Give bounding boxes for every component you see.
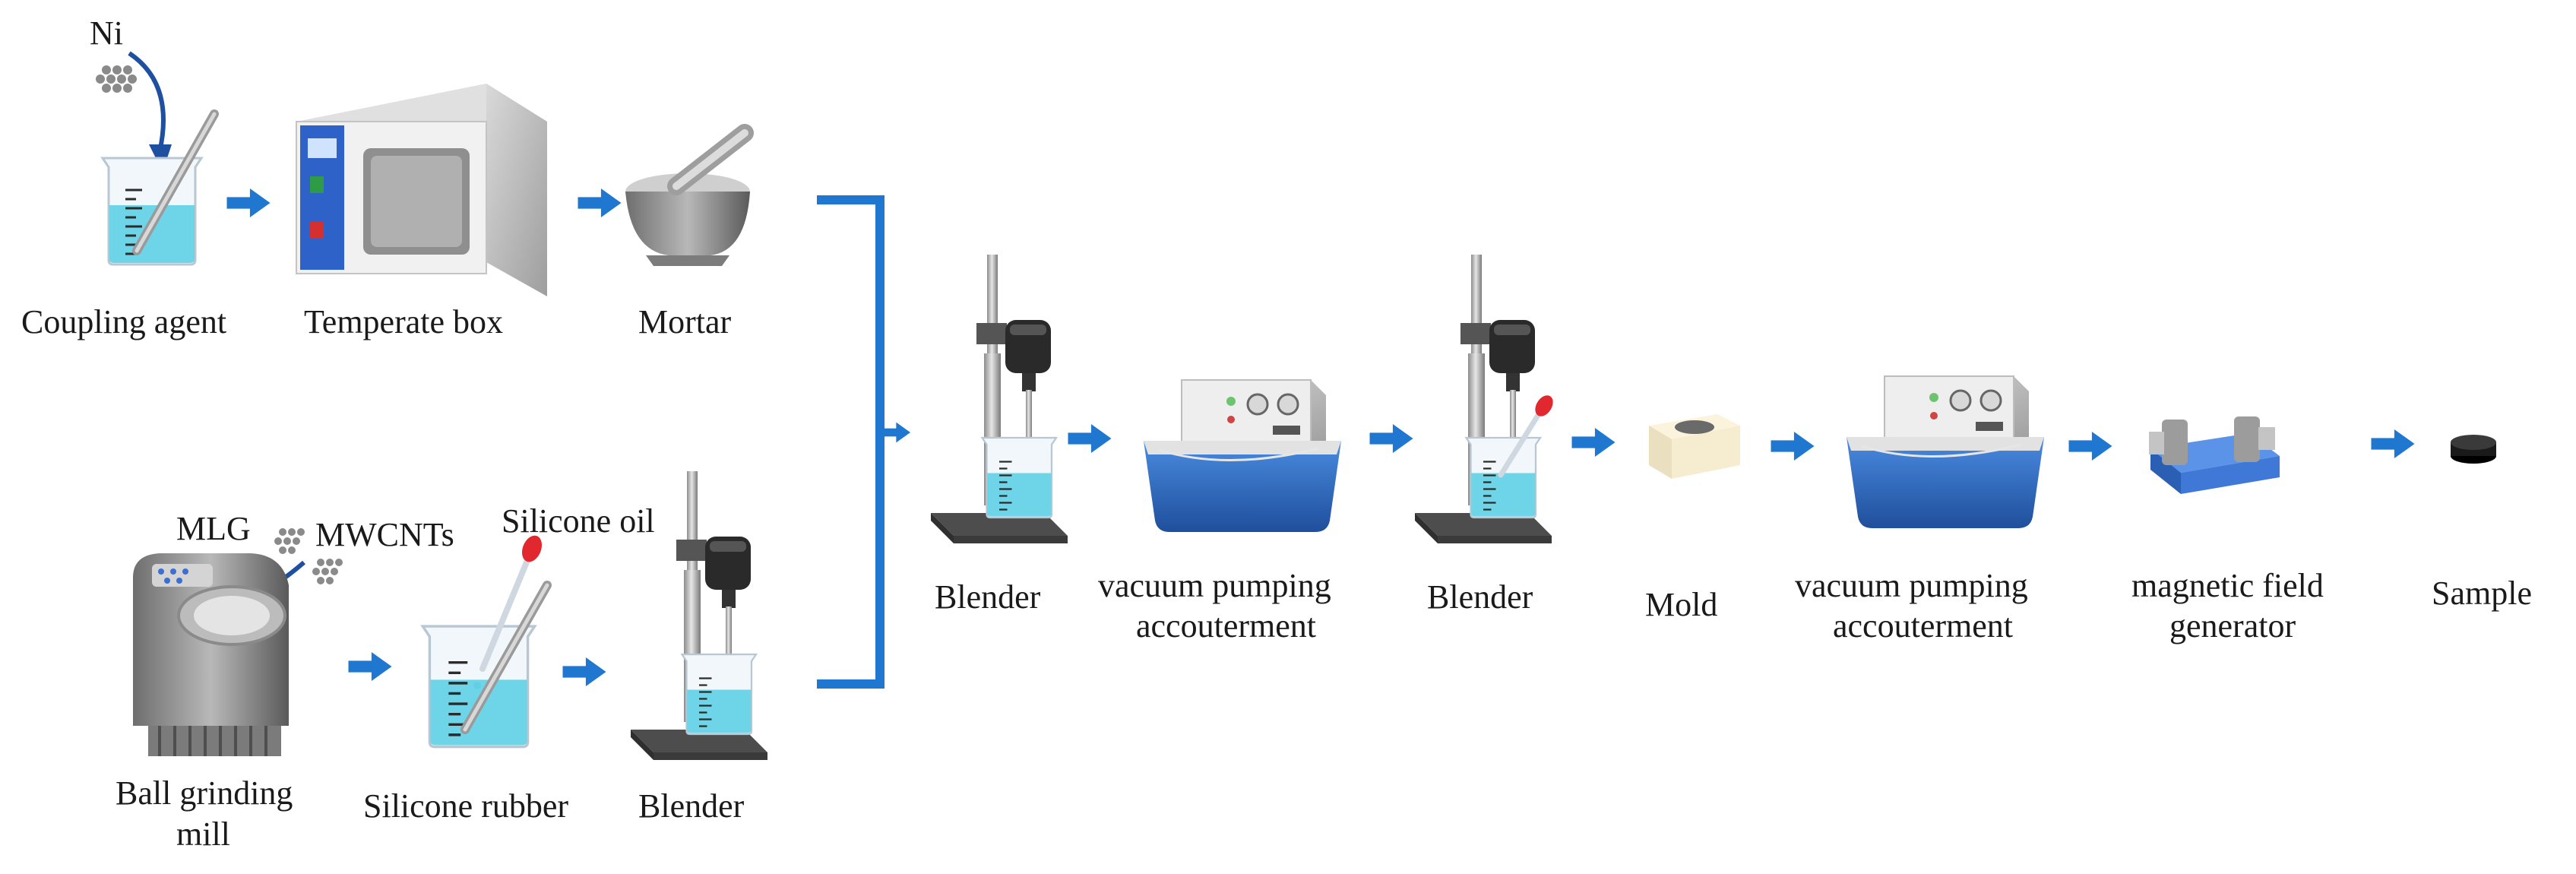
- label-magnetic-line1: magnetic field: [2131, 567, 2324, 604]
- flow-arrow-4: [562, 657, 606, 686]
- vacuum-pump-1-icon: [1142, 378, 1343, 534]
- flow-arrow-8: [1771, 432, 1815, 461]
- label-sample: Sample: [2432, 575, 2532, 612]
- flow-arrow-1: [226, 188, 271, 217]
- flow-arrow-5: [1068, 424, 1112, 453]
- flow-arrow-6: [1369, 424, 1413, 453]
- label-magnetic-line2: generator: [2169, 607, 2296, 644]
- coupling-agent-beaker: [101, 109, 219, 266]
- label-blender-1: Blender: [935, 578, 1041, 616]
- flow-arrow-9: [2068, 432, 2112, 461]
- vacuum-pump-2-icon: [1845, 375, 2046, 530]
- blender-2-icon: [1415, 255, 1553, 543]
- label-vacuum-2-line2: accouterment: [1833, 607, 2013, 644]
- label-mold: Mold: [1645, 586, 1717, 623]
- label-coupling-agent: Coupling agent: [21, 303, 226, 340]
- mortar-icon: [625, 124, 754, 266]
- label-mortar: Mortar: [638, 303, 732, 340]
- silicone-oil-dropper-icon: [473, 535, 543, 689]
- mold-icon: [1649, 414, 1740, 479]
- label-ball-grinding-line2: mill: [176, 815, 230, 853]
- label-blender-2: Blender: [1427, 578, 1533, 616]
- mlg-powder-icon: [274, 528, 305, 554]
- label-ball-grinding-line1: Ball grinding: [116, 774, 293, 812]
- label-vacuum-1-line1: vacuum pumping: [1098, 567, 1331, 604]
- label-silicone-oil: Silicone oil: [502, 502, 655, 540]
- sample-disc-icon: [2451, 435, 2496, 464]
- label-vacuum-1-line2: accouterment: [1136, 607, 1316, 644]
- label-ni: Ni: [90, 14, 123, 52]
- label-mwcnts: MWCNTs: [315, 516, 454, 553]
- flow-arrow-3: [348, 652, 392, 681]
- merge-bracket: [817, 195, 885, 689]
- label-temperate-box: Temperate box: [304, 303, 503, 340]
- silicone-rubber-beaker: [421, 581, 552, 749]
- ni-add-arrow: [128, 51, 166, 153]
- blender-1-icon: [931, 255, 1068, 543]
- ball-grinding-mill: [133, 553, 289, 756]
- mwcnts-powder-icon: [312, 559, 343, 584]
- magnetic-field-generator-icon: [2149, 416, 2280, 494]
- flow-arrow-7: [1571, 428, 1616, 457]
- label-mlg: MLG: [176, 510, 251, 547]
- label-vacuum-2-line1: vacuum pumping: [1795, 567, 2028, 604]
- label-blender-bottom: Blender: [638, 787, 745, 825]
- flow-arrow-2: [578, 188, 622, 217]
- ni-powder-icon: [96, 65, 137, 93]
- temperate-box-oven: [296, 84, 547, 296]
- flow-arrow-10: [2371, 429, 2415, 458]
- label-silicone-rubber: Silicone rubber: [363, 787, 568, 825]
